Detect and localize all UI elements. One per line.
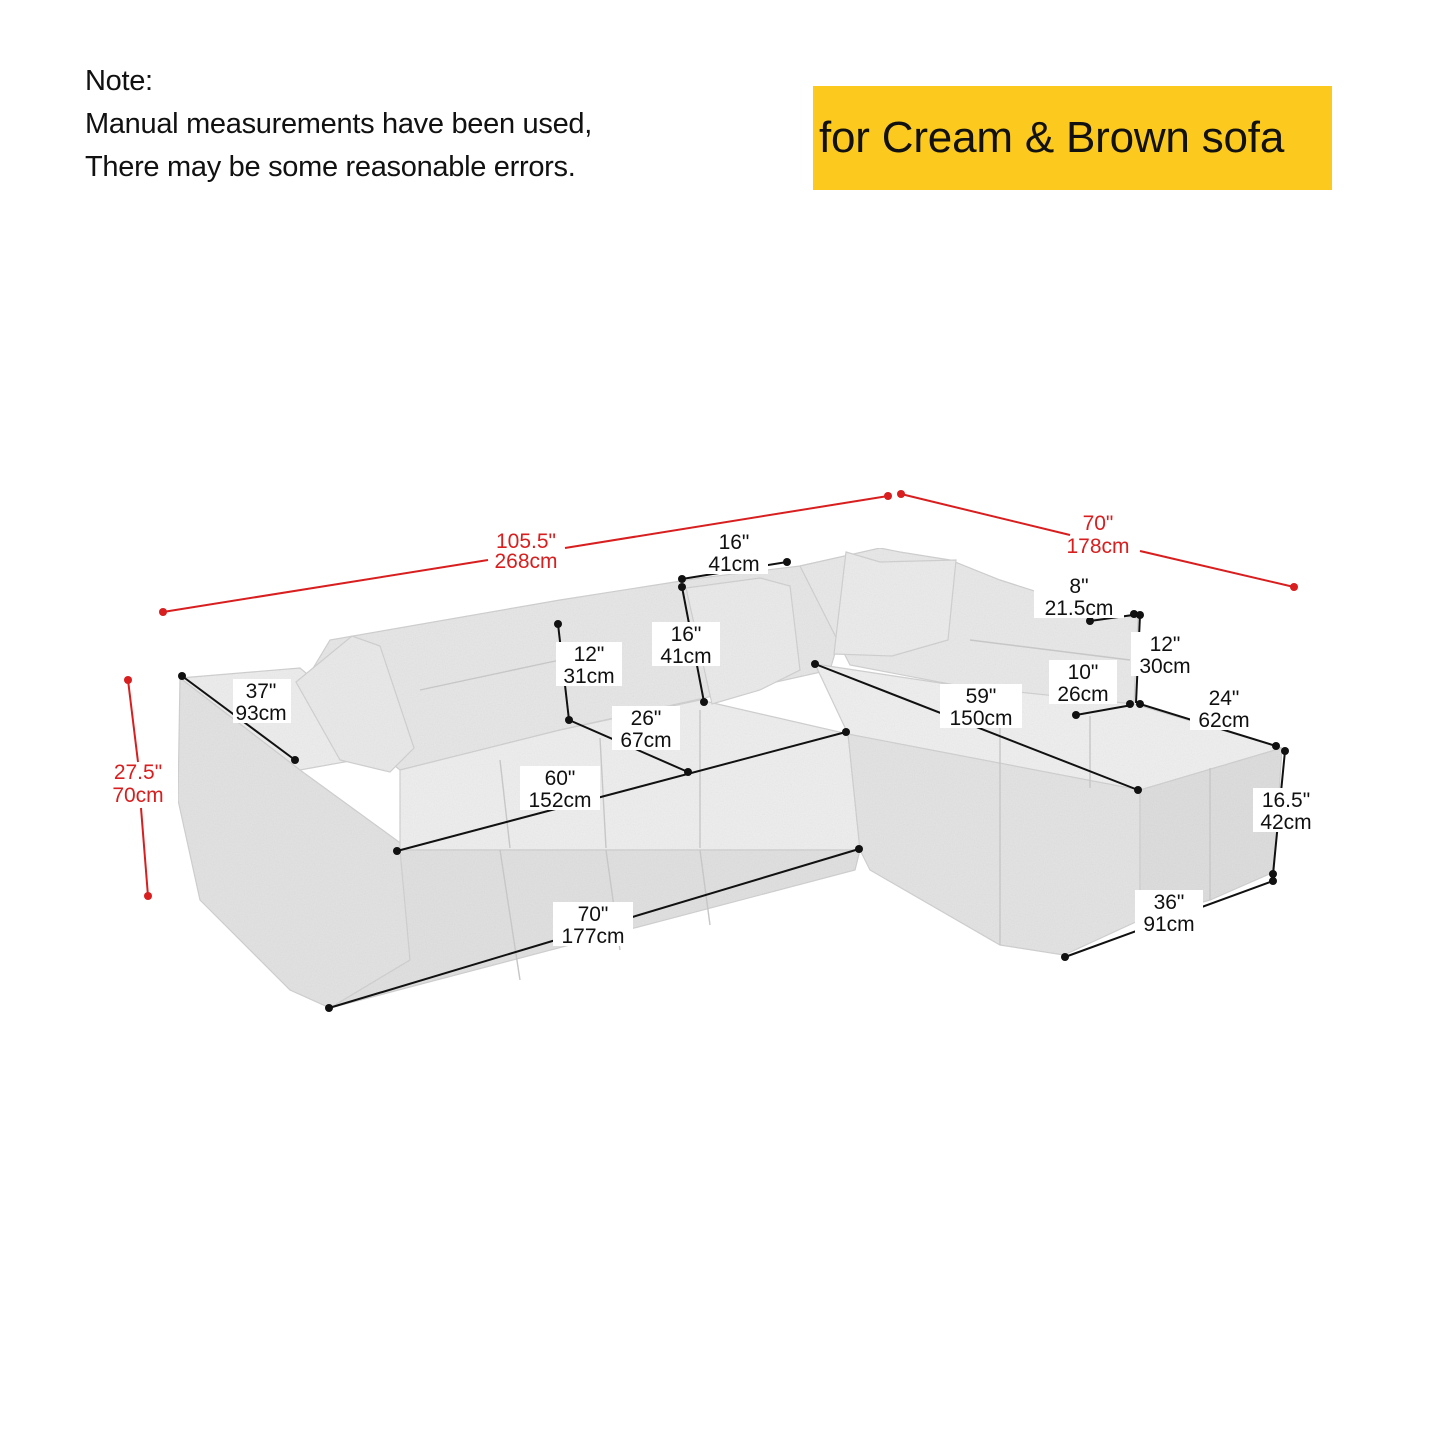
- note-title: Note:: [85, 65, 153, 97]
- overall-height-inch: 27.5": [114, 761, 162, 784]
- overall-height-cm: 70cm: [112, 784, 163, 807]
- detail-dimension-labels: 37" 93cm 12" 31cm 26" 67cm 16" 41cm 16" …: [233, 530, 1319, 948]
- chaise-width-inch: 36": [1154, 891, 1185, 914]
- overall-dimensions: [124, 490, 1298, 900]
- pillow-height-cm: 41cm: [660, 645, 711, 668]
- seat-width-cm: 152cm: [528, 789, 591, 812]
- chaise-back-height-cm: 30cm: [1139, 655, 1190, 678]
- cushion-seams: [419, 639, 1211, 981]
- note-line-1: Manual measurements have been used,: [85, 108, 592, 140]
- chaise-seat-length-inch: 59": [966, 685, 997, 708]
- seat-height-cm: 42cm: [1260, 811, 1311, 834]
- seat-depth-inch: 26": [631, 707, 662, 730]
- arm-depth-cm: 93cm: [235, 702, 286, 725]
- pillow-height-inch: 16": [671, 623, 702, 646]
- pillow-left: [295, 635, 415, 773]
- measurement-note: Note: Manual measurements have been used…: [85, 60, 592, 189]
- overall-depth-cm: 178cm: [1066, 535, 1129, 558]
- note-line-2: There may be some reasonable errors.: [85, 151, 576, 183]
- overall-dimension-labels: 105.5" 268cm 70" 178cm 27.5" 70cm: [112, 512, 1129, 807]
- back-height-inch: 12": [574, 643, 605, 666]
- arm-depth-inch: 37": [246, 680, 277, 703]
- pillow-width-cm: 41cm: [708, 553, 759, 576]
- pillow-middle: [685, 577, 801, 705]
- banner-label: for Cream & Brown sofa: [819, 113, 1285, 162]
- chaise-back-thickness-cm: 21.5cm: [1045, 597, 1114, 620]
- chaise-back-inner-inch: 10": [1068, 661, 1099, 684]
- overall-depth-inch: 70": [1083, 512, 1114, 535]
- front-length-cm: 177cm: [561, 925, 624, 948]
- chaise-back-inner-cm: 26cm: [1057, 683, 1108, 706]
- overall-length-cm: 268cm: [494, 550, 557, 573]
- overall-length-inch: 105.5": [496, 530, 556, 553]
- color-variant-banner: for Cream & Brown sofa: [813, 86, 1332, 190]
- chaise-arm-depth-inch: 24": [1209, 687, 1240, 710]
- chaise-arm-depth-cm: 62cm: [1198, 709, 1249, 732]
- chaise-seat-length-cm: 150cm: [949, 707, 1012, 730]
- chaise-back-height-inch: 12": [1150, 633, 1181, 656]
- seat-width-inch: 60": [545, 767, 576, 790]
- pillow-width-inch: 16": [719, 531, 750, 554]
- chaise-width-cm: 91cm: [1143, 913, 1194, 936]
- seat-height-inch: 16.5": [1262, 789, 1310, 812]
- front-length-inch: 70": [578, 903, 609, 926]
- chaise-back-thickness-inch: 8": [1069, 575, 1088, 598]
- back-height-cm: 31cm: [563, 665, 614, 688]
- pillow-right: [833, 551, 957, 657]
- seat-depth-cm: 67cm: [620, 729, 671, 752]
